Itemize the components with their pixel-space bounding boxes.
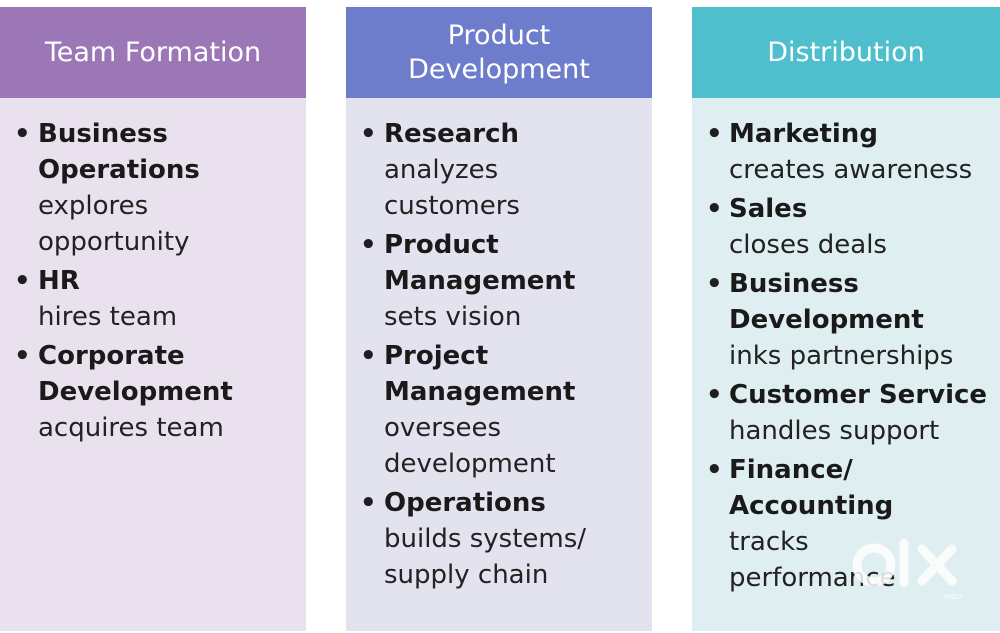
item-title: Finance/ Accounting xyxy=(729,455,894,521)
list-item: •Research analyzes customers xyxy=(346,116,652,224)
bullet-icon: • xyxy=(360,341,377,371)
item-description: inks partnerships xyxy=(729,341,954,371)
item-title: Corporate Development xyxy=(38,341,233,407)
item-description: sets vision xyxy=(384,302,522,332)
item-description: acquires team xyxy=(38,413,224,443)
svg-text:INDIA: INDIA xyxy=(944,593,964,601)
bullet-icon: • xyxy=(706,194,723,224)
item-description: oversees development xyxy=(384,413,556,479)
item-title: Business Development xyxy=(729,269,924,335)
bullet-icon: • xyxy=(14,266,31,296)
column-header: Team Formation xyxy=(0,7,306,98)
bullet-icon: • xyxy=(14,341,31,371)
item-description: tracks performance xyxy=(729,527,896,593)
item-title: Customer Service xyxy=(729,380,988,410)
item-title: Marketing xyxy=(729,119,878,149)
item-description: analyzes customers xyxy=(384,155,520,221)
column-title: Distribution xyxy=(767,36,925,68)
list-item: •Sales closes deals xyxy=(692,191,1000,263)
item-title: Project Management xyxy=(384,341,576,407)
item-description: handles support xyxy=(729,416,940,446)
column-header: Distribution xyxy=(692,7,1000,98)
bullet-icon: • xyxy=(360,488,377,518)
bullet-icon: • xyxy=(14,119,31,149)
list-item: •Marketing creates awareness xyxy=(692,116,1000,188)
item-description: builds systems/ supply chain xyxy=(384,524,587,590)
item-title: Sales xyxy=(729,194,808,224)
list-item: •Operations builds systems/ supply chain xyxy=(346,485,652,593)
list-item: •Customer Service handles support xyxy=(692,377,1000,449)
list-item: •HR hires team xyxy=(0,263,306,335)
bullet-icon: • xyxy=(706,119,723,149)
bullet-icon: • xyxy=(706,455,723,485)
item-description: explores opportunity xyxy=(38,191,190,257)
column-header: Product Development xyxy=(346,7,652,98)
bullet-icon: • xyxy=(706,380,723,410)
list-item: •Corporate Development acquires team xyxy=(0,338,306,446)
item-title: HR xyxy=(38,266,80,296)
bullet-icon: • xyxy=(360,119,377,149)
item-description: hires team xyxy=(38,302,178,332)
item-description: creates awareness xyxy=(729,155,973,185)
item-title: Research xyxy=(384,119,520,149)
list-item: •Business Development inks partnerships xyxy=(692,266,1000,374)
column-title: Product Development xyxy=(408,19,590,85)
item-title: Product Management xyxy=(384,230,576,296)
column-title: Team Formation xyxy=(44,36,262,68)
list-item: •Product Management sets vision xyxy=(346,227,652,335)
item-title: Operations xyxy=(384,488,546,518)
bullet-icon: • xyxy=(706,269,723,299)
bullet-icon: • xyxy=(360,230,377,260)
olx-watermark-logo: INDIA xyxy=(852,538,964,601)
item-description: closes deals xyxy=(729,230,887,260)
item-title: Business Operations xyxy=(38,119,200,185)
